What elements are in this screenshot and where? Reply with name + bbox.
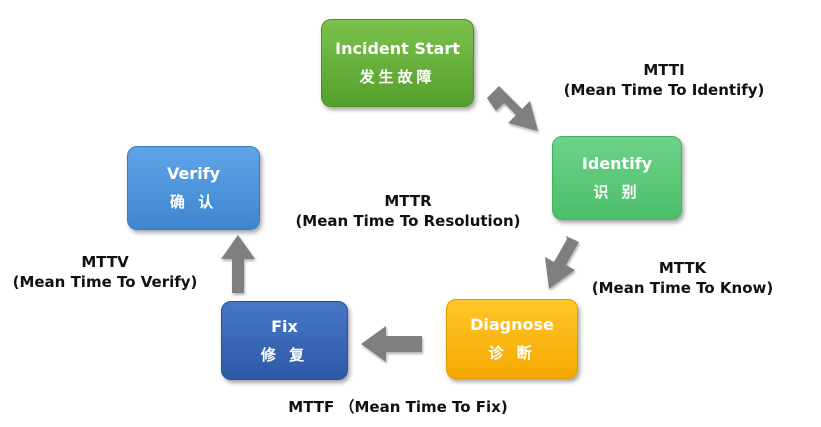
node-verify: Verify 确 认 [127, 146, 260, 230]
node-identify-label-zh: 识 别 [593, 183, 641, 201]
node-verify-label: Verify [166, 164, 221, 183]
arrow-diagnose-to-fix [361, 326, 422, 362]
metric-mttr-full: (Mean Time To Resolution) [295, 212, 521, 230]
metric-mttr-abbr: MTTR [384, 192, 432, 210]
node-fix-label-zh: 修 复 [260, 345, 309, 364]
node-incident-start: Incident Start 发生故障 [321, 19, 474, 107]
metric-mttk-full: (Mean Time To Know) [591, 279, 774, 297]
metric-mttf-label: MTTF （Mean Time To Fix) [288, 398, 508, 416]
node-incident-start-label-zh: 发生故障 [359, 68, 436, 86]
metric-mttv-full: (Mean Time To Verify) [12, 273, 198, 291]
node-fix-label: Fix [271, 316, 298, 336]
node-identify-label: Identify [581, 154, 653, 173]
node-incident-start-label: Incident Start [335, 39, 460, 58]
arrow-start-to-identify [487, 86, 538, 131]
metric-mttr-label: MTTR (Mean Time To Resolution) [268, 191, 548, 231]
metric-mttk-label: MTTK (Mean Time To Know) [580, 258, 785, 298]
arrow-fix-to-verify [221, 235, 255, 293]
metric-mtti-full: (Mean Time To Identify) [563, 81, 765, 99]
node-identify: Identify 识 别 [552, 136, 682, 220]
node-diagnose-label: Diagnose [470, 315, 554, 334]
metric-mtti-abbr: MTTI [643, 61, 685, 79]
metric-mttk-abbr: MTTK [658, 259, 707, 277]
metric-mttv-abbr: MTTV [81, 253, 129, 271]
node-fix: Fix 修 复 [221, 301, 348, 380]
metric-mttv-label: MTTV (Mean Time To Verify) [0, 252, 210, 292]
metric-mtti-label: MTTI (Mean Time To Identify) [548, 60, 780, 100]
node-diagnose-label-zh: 诊 断 [488, 344, 536, 362]
arrow-identify-to-diagnose [545, 236, 579, 289]
node-verify-label-zh: 确 认 [169, 193, 218, 211]
node-diagnose: Diagnose 诊 断 [446, 299, 578, 379]
